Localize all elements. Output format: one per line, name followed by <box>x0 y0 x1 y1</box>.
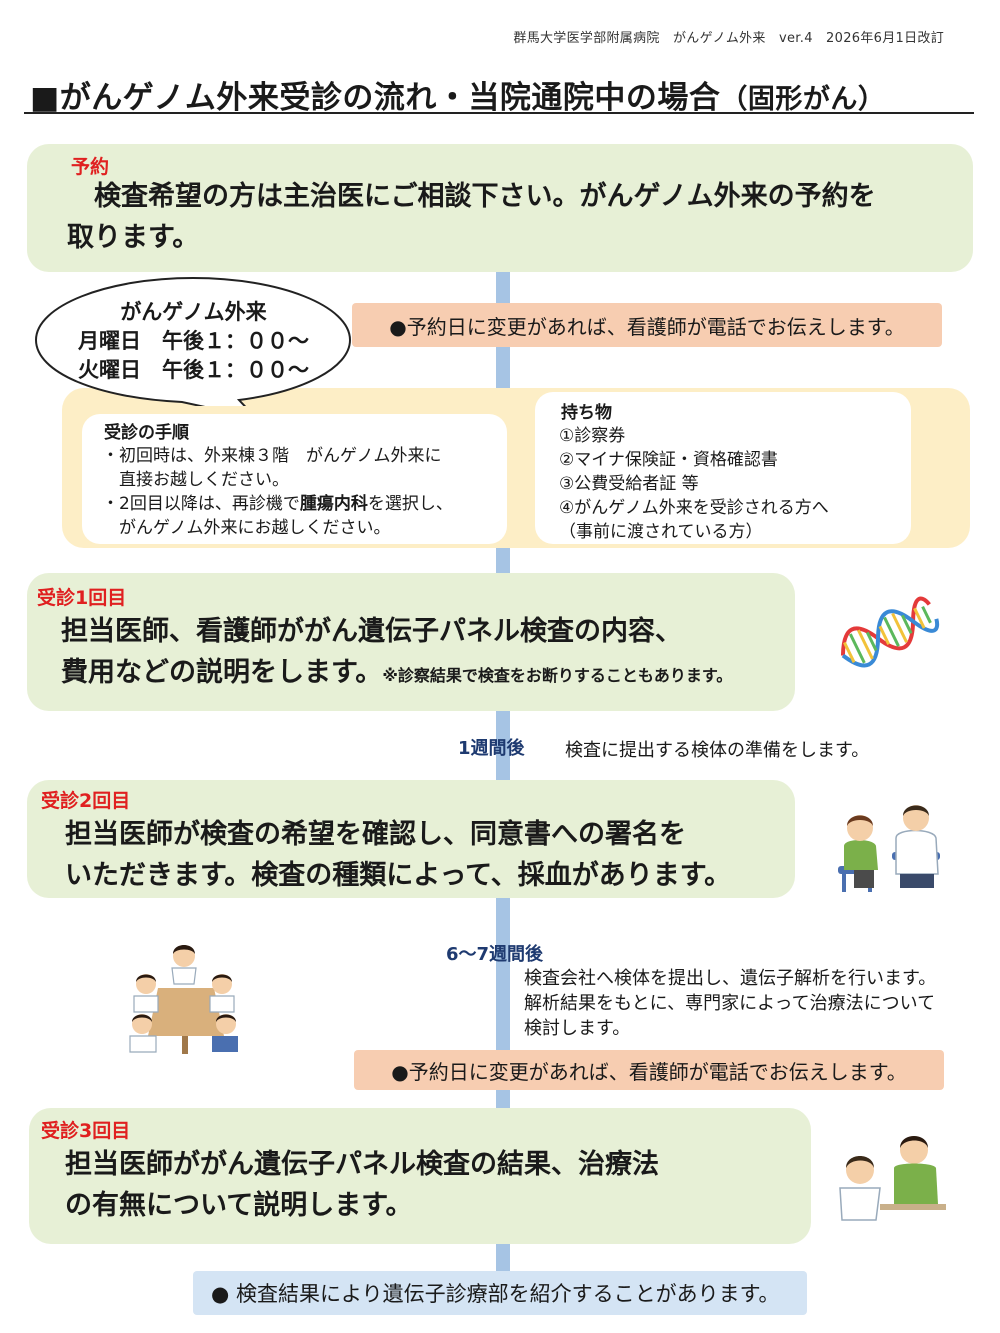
reservation-label: 予約 <box>71 156 110 178</box>
interval1-note: 検査に提出する検体の準備をします。 <box>565 740 870 761</box>
visit3-text: 担当医師ががん遺伝子パネル検査の結果、治療法 の有無について説明します。 <box>65 1149 659 1221</box>
doctor-consultation-icon <box>838 805 940 892</box>
footer-note-bar: ● 検査結果により遺伝子診療部を紹介することがあります。 <box>193 1271 807 1315</box>
belongings-heading: 持ち物 <box>561 403 612 423</box>
belongings-card: 持ち物 ①診察券 ②マイナ保険証・資格確認書 ③公費受給者証 等 ④がんゲノム外… <box>535 392 911 544</box>
belongings-item: ②マイナ保険証・資格確認書 <box>559 450 778 470</box>
visit1-note: ※診察結果で検査をお断りすることもあります。 <box>382 666 733 685</box>
visit2-box: 受診2回目 担当医師が検査の希望を確認し、同意書への署名を いただきます。検査の… <box>27 780 795 898</box>
doctor-explanation-icon <box>839 1136 946 1221</box>
info-panel: 受診の手順 ・初回時は、外来棟３階 がんゲノム外来に 直接お越しください。 ・2… <box>62 388 970 548</box>
notice-bar-mid: ●予約日に変更があれば、看護師が電話でお伝えします。 <box>354 1050 944 1090</box>
belongings-item: ④がんゲノム外来を受診される方へ <box>559 498 829 518</box>
interval2-notes: 検査会社へ検体を提出し、遺伝子解析を行います。 解析結果をもとに、専門家によって… <box>524 968 937 1039</box>
belongings-item: ③公費受給者証 等 <box>559 474 699 494</box>
belongings-list: ①診察券 ②マイナ保険証・資格確認書 ③公費受給者証 等 ④がんゲノム外来を受診… <box>559 424 829 544</box>
interval1-label: 1週間後 <box>458 738 525 759</box>
procedure-card: 受診の手順 ・初回時は、外来棟３階 がんゲノム外来に 直接お越しください。 ・2… <box>82 414 507 544</box>
notice-bar-top: ●予約日に変更があれば、看護師が電話でお伝えします。 <box>352 303 942 347</box>
visit3-box: 受診3回目 担当医師ががん遺伝子パネル検査の結果、治療法 の有無について説明しま… <box>29 1108 811 1244</box>
page-title-sub: （固形がん） <box>720 84 886 115</box>
header-note: 群馬大学医学部附属病院 がんゲノム外来 ver.4 2026年6月1日改訂 <box>513 31 944 46</box>
visit1-text: 担当医師、看護師ががん遺伝子パネル検査の内容、 費用などの説明をします。※診察結… <box>61 616 733 688</box>
department-name: 腫瘍内科 <box>299 494 368 514</box>
schedule-bubble <box>34 276 352 406</box>
page-title-main: ■がんゲノム外来受診の流れ・当院通院中の場合 <box>30 80 721 116</box>
title-divider <box>24 112 974 114</box>
visit2-label: 受診2回目 <box>41 790 131 812</box>
page-title: ■がんゲノム外来受診の流れ・当院通院中の場合（固形がん） <box>30 72 885 117</box>
visit2-text: 担当医師が検査の希望を確認し、同意書への署名を いただきます。検査の種類によって… <box>65 819 732 891</box>
visit1-label: 受診1回目 <box>37 587 127 609</box>
visit3-label: 受診3回目 <box>41 1120 131 1142</box>
procedure-lines: ・初回時は、外来棟３階 がんゲノム外来に 直接お越しください。 ・2回目以降は、… <box>102 446 453 538</box>
reservation-text: 検査希望の方は主治医にご相談下さい。がんゲノム外来の予約を 取ります。 <box>67 181 876 253</box>
belongings-item: （事前に渡されている方） <box>559 522 763 542</box>
team-meeting-icon <box>129 945 238 1054</box>
dna-icon <box>840 596 940 668</box>
belongings-item: ①診察券 <box>559 426 626 446</box>
procedure-heading: 受診の手順 <box>104 423 189 443</box>
schedule-text: がんゲノム外来 月曜日 午後１：００～ 火曜日 午後１：００～ <box>78 300 309 382</box>
interval2-label: 6～7週間後 <box>446 944 544 965</box>
reservation-box: 予約 検査希望の方は主治医にご相談下さい。がんゲノム外来の予約を 取ります。 <box>27 144 973 272</box>
visit1-box: 受診1回目 担当医師、看護師ががん遺伝子パネル検査の内容、 費用などの説明をしま… <box>27 573 795 711</box>
